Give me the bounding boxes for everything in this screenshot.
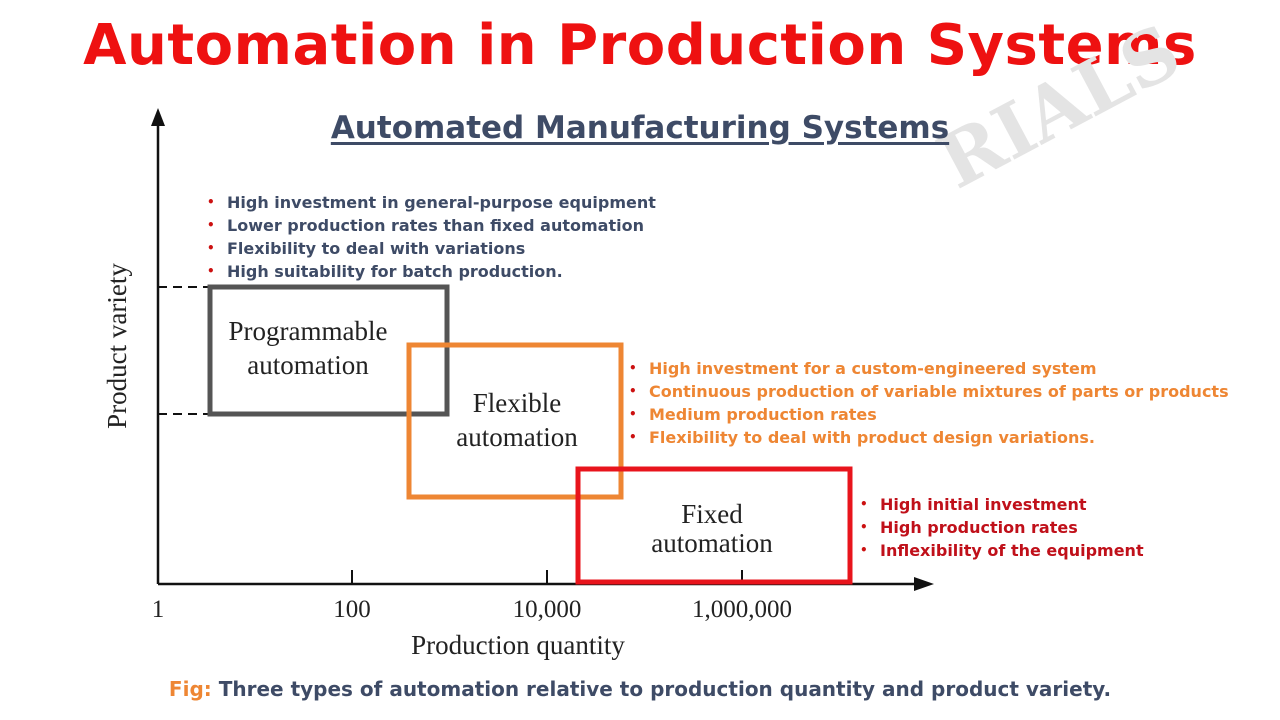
bullet-item: Flexibility to deal with product design … <box>627 426 1229 449</box>
main-title: Automation in Production Systems <box>83 13 1197 78</box>
bullet-item: High investment for a custom-engineered … <box>627 357 1229 380</box>
flexible-label-line1: Flexible <box>473 388 562 418</box>
x-axis-arrow <box>914 577 934 591</box>
fixed-automation-box <box>575 466 853 585</box>
fixed-bullet-list: High initial investment High production … <box>858 493 1144 562</box>
bullet-item: Lower production rates than fixed automa… <box>205 214 656 237</box>
x-tick-label: 100 <box>333 596 371 623</box>
figure-caption: Fig: Three types of automation relative … <box>0 677 1280 701</box>
subtitle: Automated Manufacturing Systems <box>330 110 950 146</box>
flexible-bullet-list: High investment for a custom-engineered … <box>627 357 1229 449</box>
bullet-item: Flexibility to deal with variations <box>205 237 656 260</box>
y-axis-arrow <box>151 108 165 126</box>
programmable-label-line1: Programmable <box>229 316 388 346</box>
bullet-item: Inflexibility of the equipment <box>858 539 1144 562</box>
bullet-item: High suitability for batch production. <box>205 260 656 283</box>
y-axis-label: Product variety <box>102 263 132 429</box>
flexible-label-line2: automation <box>456 422 578 452</box>
x-tick-label: 10,000 <box>513 596 582 623</box>
fixed-label-line2: automation <box>651 528 773 558</box>
programmable-label-line2: automation <box>247 350 369 380</box>
bullet-item: Medium production rates <box>627 403 1229 426</box>
bullet-item: High production rates <box>858 516 1144 539</box>
caption-text: Three types of automation relative to pr… <box>218 677 1112 701</box>
caption-label: Fig: <box>168 677 212 701</box>
x-tick-label: 1,000,000 <box>692 596 792 623</box>
programmable-automation-box <box>207 284 450 417</box>
bullet-item: Continuous production of variable mixtur… <box>627 380 1229 403</box>
fixed-label-line1: Fixed <box>681 499 743 529</box>
x-axis-label: Production quantity <box>411 630 625 660</box>
programmable-bullet-list: High investment in general-purpose equip… <box>205 191 656 283</box>
flexible-automation-box <box>406 342 624 500</box>
bullet-item: High investment in general-purpose equip… <box>205 191 656 214</box>
x-tick-label: 1 <box>152 596 165 623</box>
bullet-item: High initial investment <box>858 493 1144 516</box>
